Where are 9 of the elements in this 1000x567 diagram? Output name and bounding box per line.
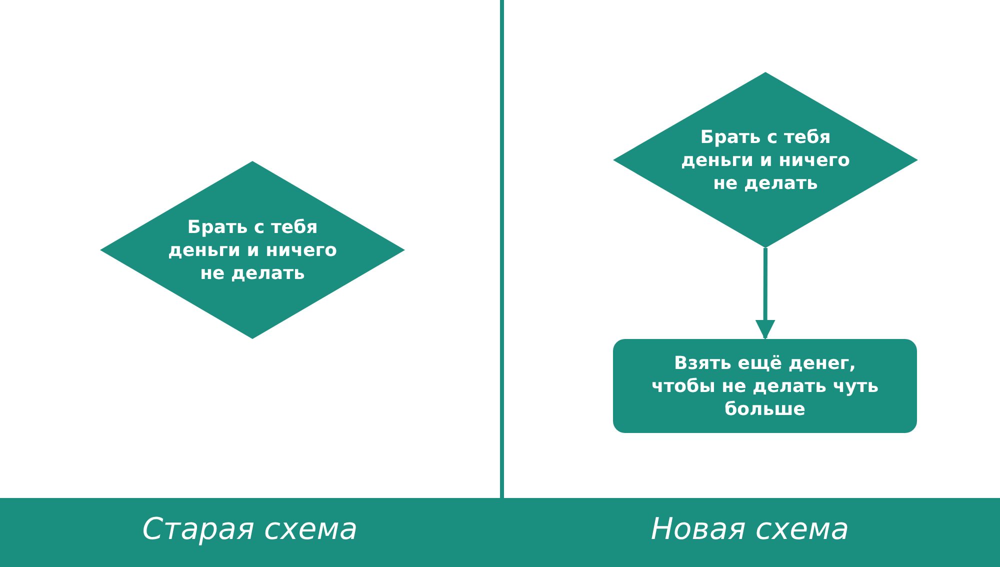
node-text: Взять ещё денег, чтобы не делать чуть больше <box>650 352 880 420</box>
section-caption: Новая схема <box>650 511 850 549</box>
node-text: Брать с тебя деньги и ничего не делать <box>680 126 852 194</box>
section-caption: Старая схема <box>141 511 359 549</box>
decision-diamond <box>100 161 405 339</box>
decision-diamond <box>613 72 918 248</box>
arrow <box>755 248 776 340</box>
process-box <box>613 339 917 433</box>
node-text: Брать с тебя деньги и ничего не делать <box>166 216 338 284</box>
